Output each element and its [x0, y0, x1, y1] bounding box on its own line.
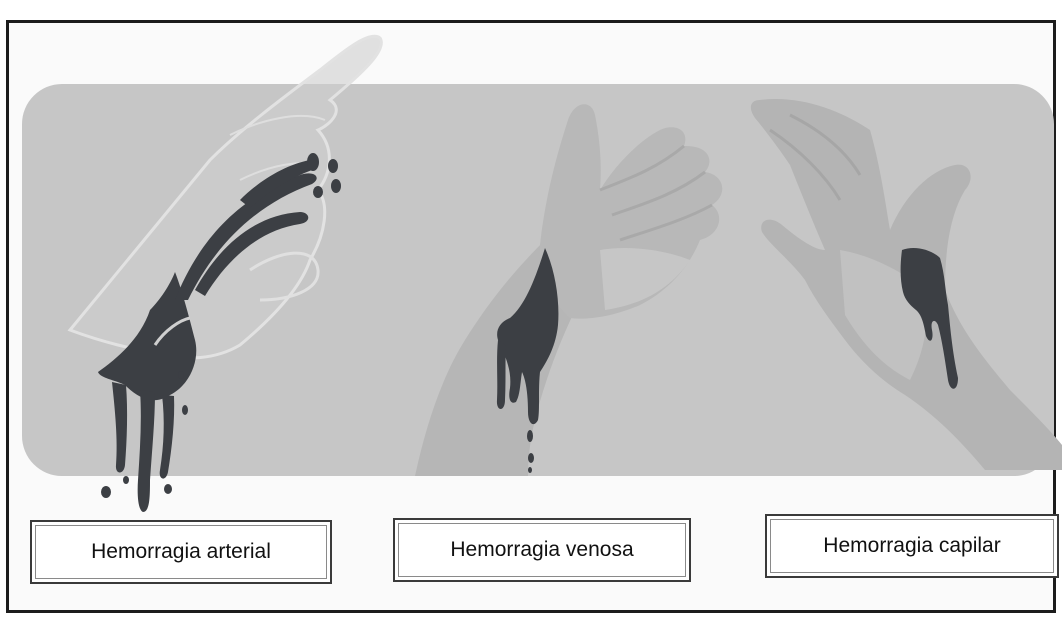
- arterial-drip-stream: [112, 382, 127, 473]
- arterial-drip-stream: [160, 395, 175, 479]
- arterial-droplet: [331, 179, 341, 193]
- label-box-arterial: Hemorragia arterial: [30, 520, 332, 584]
- arterial-bleeding-hand-icon: [70, 36, 381, 512]
- label-venosa: Hemorragia venosa: [450, 538, 633, 562]
- venous-drip: [497, 340, 506, 409]
- arterial-droplet: [182, 405, 188, 415]
- arterial-hand-outline: [70, 36, 381, 358]
- arterial-drip-stream: [138, 390, 155, 512]
- label-box-capilar: Hemorragia capilar: [765, 514, 1059, 578]
- label-capilar: Hemorragia capilar: [823, 534, 1000, 558]
- venous-bleeding-hand-icon: [415, 104, 722, 476]
- arterial-droplet: [313, 186, 323, 198]
- arterial-droplet: [178, 371, 184, 379]
- arterial-droplet: [123, 476, 129, 484]
- arterial-droplet: [307, 153, 319, 171]
- arterial-droplet: [101, 486, 111, 498]
- venous-droplet: [528, 453, 534, 463]
- arterial-droplet: [328, 159, 338, 173]
- label-arterial: Hemorragia arterial: [91, 540, 271, 564]
- label-box-venosa: Hemorragia venosa: [393, 518, 691, 582]
- arterial-droplet: [164, 484, 172, 494]
- venous-droplet: [528, 467, 532, 473]
- capillary-bleeding-hand-icon: [751, 99, 1062, 470]
- venous-droplet: [527, 430, 533, 442]
